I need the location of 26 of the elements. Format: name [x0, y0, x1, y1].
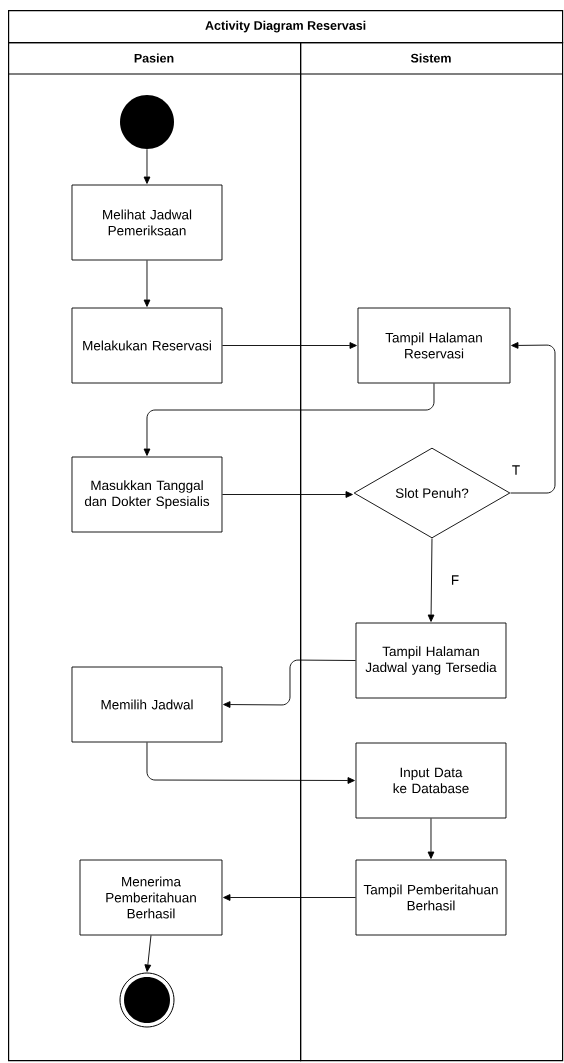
arrow	[222, 491, 353, 498]
start-dot	[120, 95, 174, 149]
arrow	[222, 342, 357, 349]
arrow	[144, 935, 152, 972]
title-band: Activity Diagram Reservasi	[8, 10, 564, 44]
end-dot	[119, 972, 175, 1028]
action-box: Melakukan Reservasi	[71, 307, 223, 384]
arrow	[223, 894, 356, 901]
action-box: Menerima Pemberitahuan Berhasil	[79, 859, 223, 936]
arrow	[143, 383, 435, 456]
action-box: Memilih Jadwal	[71, 666, 223, 743]
edge-label: T	[510, 464, 522, 476]
arrow	[143, 148, 151, 184]
arrow	[146, 742, 355, 784]
edge-label: F	[449, 574, 461, 586]
action-box: Input Data ke Database	[355, 742, 507, 819]
action-box: Masukkan Tanggal dan Dokter Spesialis	[71, 456, 223, 533]
action-box: Tampil Halaman Reservasi	[357, 307, 511, 384]
arrow	[143, 260, 151, 307]
action-box: Tampil Pemberitahuan Berhasil	[355, 859, 507, 936]
action-box: Melihat Jadwal Pemeriksaan	[71, 184, 223, 261]
arrow	[510, 342, 556, 494]
arrow	[223, 659, 356, 708]
action-box: Tampil Halaman Jadwal yang Tersedia	[355, 622, 507, 699]
arrow	[427, 538, 435, 622]
arrow	[427, 818, 435, 859]
